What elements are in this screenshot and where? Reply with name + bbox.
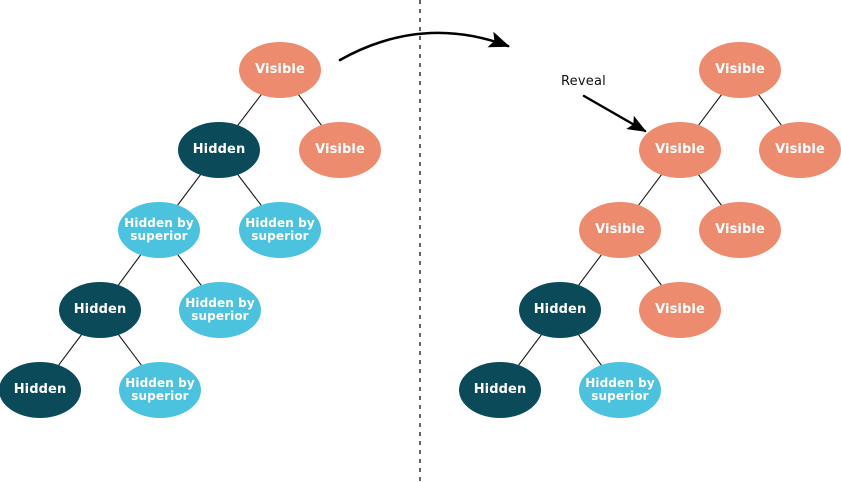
tree-node-label: Visible	[595, 221, 645, 237]
tree-node-label: Hidden	[192, 141, 246, 157]
tree-node-hidden-by-superior[interactable]: Hidden by superior	[179, 282, 261, 338]
tree-node-label: Visible	[775, 141, 825, 157]
tree-node-hidden[interactable]: Hidden	[178, 122, 260, 178]
tree-node-label: Visible	[655, 141, 705, 157]
tree-node-visible[interactable]: Visible	[239, 42, 321, 98]
tree-node-label: Hidden by superior	[185, 295, 255, 323]
tree-node-label: Hidden	[13, 381, 67, 397]
tree-node-visible[interactable]: Visible	[759, 122, 841, 178]
tree-node-label: Hidden by superior	[245, 215, 315, 243]
tree-node-label: Hidden	[533, 301, 587, 317]
tree-node-hidden-by-superior[interactable]: Hidden by superior	[579, 362, 661, 418]
tree-node-hidden-by-superior[interactable]: Hidden by superior	[239, 202, 321, 258]
tree-node-visible[interactable]: Visible	[639, 282, 721, 338]
tree-node-label: Visible	[655, 301, 705, 317]
tree-node-label: Hidden by superior	[125, 375, 195, 403]
tree-node-label: Hidden by superior	[585, 375, 655, 403]
tree-node-hidden-by-superior[interactable]: Hidden by superior	[119, 362, 201, 418]
tree-node-visible[interactable]: Visible	[639, 122, 721, 178]
tree-node-label: Visible	[715, 221, 765, 237]
tree-node-label: Hidden	[73, 301, 127, 317]
tree-node-label: Hidden by superior	[124, 215, 194, 243]
tree-node-visible[interactable]: Visible	[579, 202, 661, 258]
reveal-arrow	[582, 94, 647, 133]
tree-node-hidden-by-superior[interactable]: Hidden by superior	[118, 202, 200, 258]
tree-node-label: Visible	[315, 141, 365, 157]
tree-node-label: Visible	[255, 61, 305, 77]
tree-node-visible[interactable]: Visible	[299, 122, 381, 178]
tree-node-label: Visible	[715, 61, 765, 77]
tree-node-hidden[interactable]: Hidden	[0, 362, 81, 418]
transition-arrow	[338, 31, 510, 62]
tree-node-hidden[interactable]: Hidden	[519, 282, 601, 338]
reveal-label: Reveal	[561, 74, 606, 89]
tree-node-hidden[interactable]: Hidden	[59, 282, 141, 338]
tree-node-visible[interactable]: Visible	[699, 42, 781, 98]
tree-node-hidden[interactable]: Hidden	[459, 362, 541, 418]
tree-node-label: Hidden	[473, 381, 527, 397]
tree-node-visible[interactable]: Visible	[699, 202, 781, 258]
